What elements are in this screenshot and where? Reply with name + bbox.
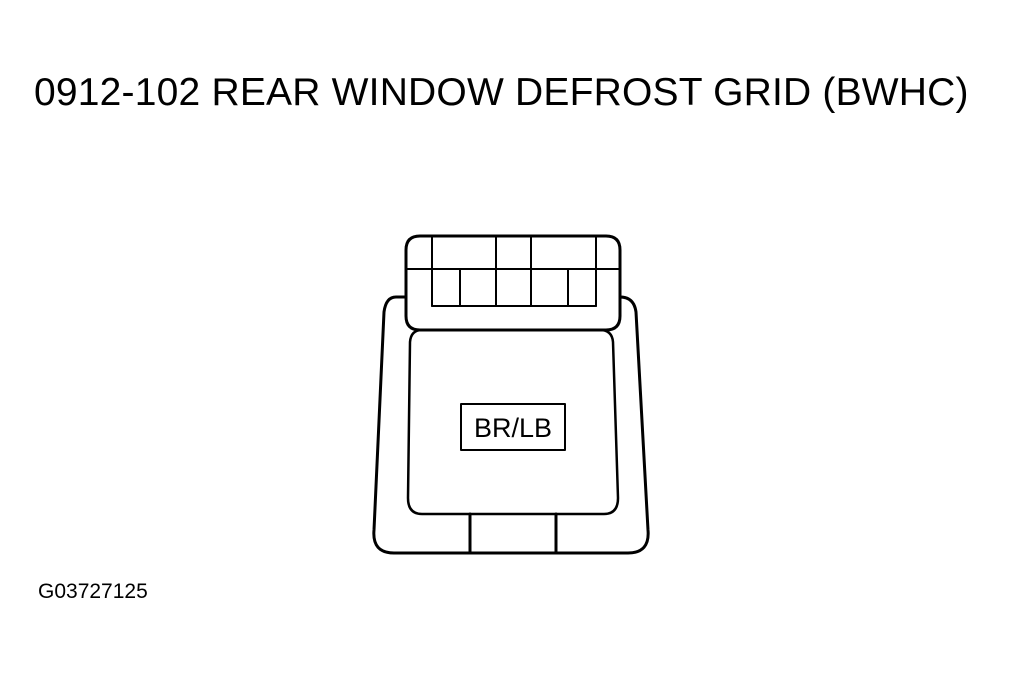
connector-inner-panel [406, 328, 620, 516]
latch-grid [405, 235, 621, 307]
connector-housing [372, 295, 650, 555]
bottom-locking-tab [468, 512, 558, 555]
wire-label-box [460, 403, 566, 451]
wire-color-label: BR/LB [474, 413, 552, 443]
figure-id: G03727125 [38, 580, 148, 603]
connector-latch [404, 234, 622, 332]
diagram-title: 0912-102 REAR WINDOW DEFROST GRID (BWHC) [34, 71, 969, 114]
